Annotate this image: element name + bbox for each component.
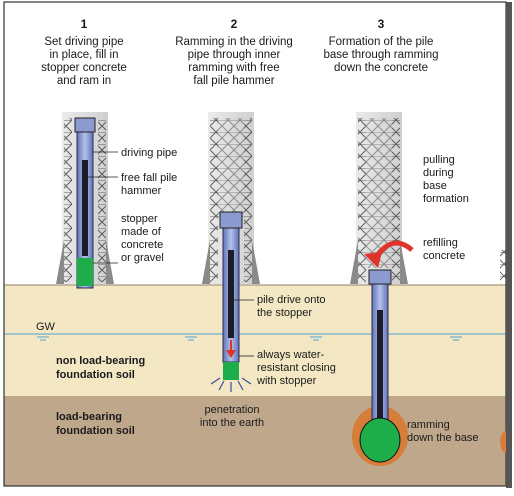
groundwater-markers [37,336,462,341]
non-load-bearing-label-line: non load-bearing [56,355,145,367]
rig-3-base [350,240,408,284]
label-driving-pipe: driving pipe [121,147,177,159]
non-load-bearing-label-line: foundation soil [56,369,135,381]
rig-2-ram-arrowhead [226,350,236,358]
rig-3-pile-base [359,417,401,463]
groundwater-marker [310,336,322,341]
label-pulling-line: base [423,180,447,192]
soil-labels: GW non load-bearing foundation soil load… [36,321,145,437]
step-1-caption-line: stopper concrete [41,62,127,74]
rig-2-stopper [223,362,239,380]
step-2-number: 2 [231,17,238,31]
load-bearing-label-line: load-bearing [56,411,122,423]
step-3-caption-line: base through ramming [323,49,438,61]
label-refilling-line: concrete [423,250,465,262]
rig-3-refill-arrowhead [364,252,382,268]
rig-1-lattice-right [98,118,106,282]
groundwater-label: GW [36,321,56,333]
load-bearing-label-line: foundation soil [56,425,135,437]
groundwater-marker [185,336,197,341]
step-1-number: 1 [81,17,88,31]
rig-3 [350,112,414,466]
rig-2-hammer [228,250,234,338]
upper-soil-layer [4,285,506,396]
rig-1-hammer [82,160,88,256]
rig-2-pipe-cap [219,211,243,229]
rig-3-hammer [377,310,383,420]
leader-lines [88,151,254,357]
rig-3-pipe-cap [368,269,392,285]
label-penetration-line: into the earth [200,417,264,429]
label-stopper-line: stopper [121,213,158,225]
rig-1 [56,112,114,289]
step-2-caption-line: ramming with free [188,62,279,74]
rig-1-base [56,240,114,284]
label-ramming-line: ramming [407,419,450,431]
step-2-caption-line: Ramming in the driving [175,36,293,48]
label-closing-line: with stopper [256,375,317,387]
rig-3-lattice-left [358,118,366,282]
right-edge-bar [506,2,512,488]
rig-2-lattice-right [244,118,252,282]
step-1-caption-line: and ram in [57,75,111,87]
lower-soil-layer [4,396,506,486]
rig-2-lattice-left [210,118,218,282]
label-pulling-line: during [423,167,454,179]
rig-2-lattice-center [218,118,244,218]
captions: 1 Set driving pipe in place, fill in sto… [41,17,438,87]
step-1-caption-line: in place, fill in [49,49,118,61]
rig-1-stopper [77,258,93,286]
label-pile-drive-line: the stopper [257,307,312,319]
label-refilling-line: refilling [423,237,458,249]
rig-2-penetration-arrows [210,377,252,392]
label-closing-line: always water- [257,349,325,361]
step-3-number: 3 [378,17,385,31]
rig-4-lattice [500,250,506,284]
component-labels: driving pipe free fall pile hammer stopp… [121,147,479,444]
label-stopper-line: made of [121,226,162,238]
groundwater-marker [450,336,462,341]
label-pulling-line: formation [423,193,469,205]
rig-2-base [202,240,260,284]
rig-1-pipe-cap [74,117,96,133]
step-1-caption-line: Set driving pipe [44,36,123,48]
label-closing-line: resistant closing [257,362,336,374]
groundwater-marker [37,336,49,341]
label-stopper-line: concrete [121,239,163,251]
rig-2 [202,112,260,392]
rig-4-partial [500,250,506,454]
step-3-caption-line: down the concrete [334,62,428,74]
step-3-caption-line: Formation of the pile [329,36,434,48]
label-pile-drive-line: pile drive onto [257,294,326,306]
step-2-caption-line: pipe through inner [188,49,281,61]
label-penetration-line: penetration [204,404,259,416]
rig-1-lattice-left [64,118,72,282]
label-hammer-line: free fall pile [121,172,177,184]
rig-3-lattice-right [392,118,400,282]
step-2-caption-line: fall pile hammer [193,75,274,87]
label-stopper-line: or gravel [121,252,164,264]
label-ramming-line: down the base [407,432,479,444]
label-pulling-line: pulling [423,154,455,166]
label-hammer-line: hammer [121,185,162,197]
rig-4-compaction-zone [500,430,506,454]
